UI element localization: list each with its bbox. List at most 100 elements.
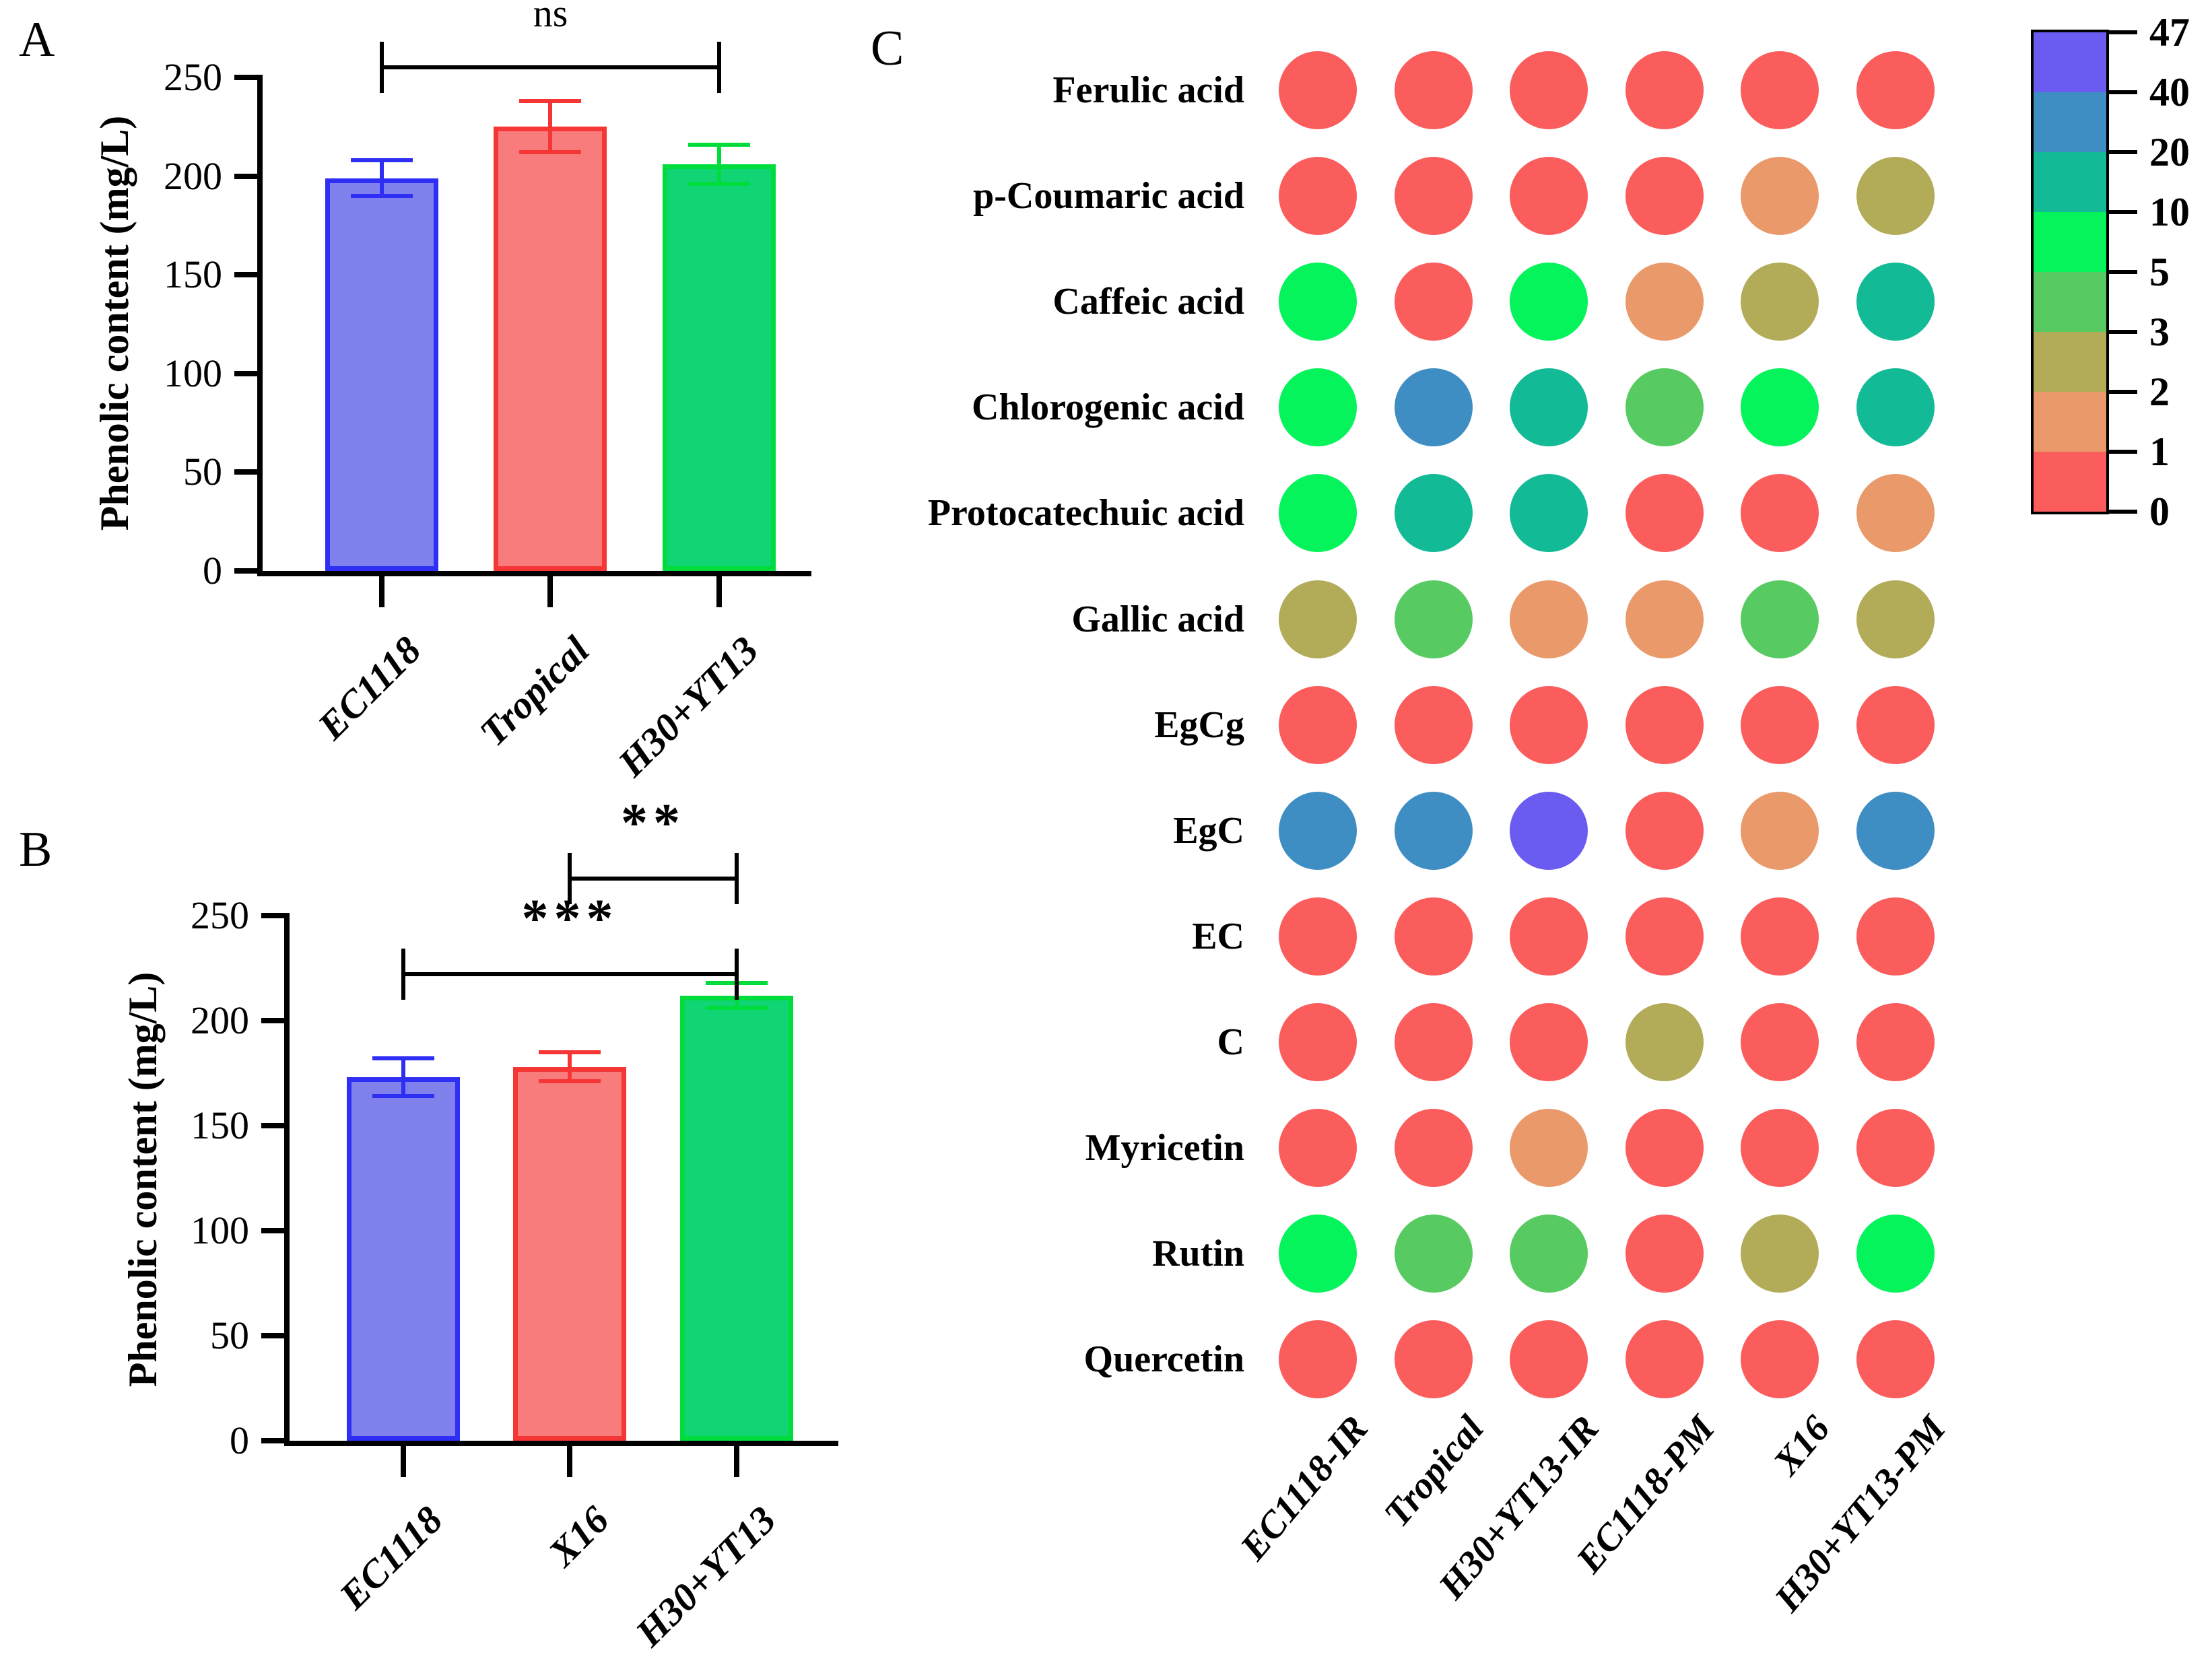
legend-tick <box>2109 330 2137 334</box>
heatmap-cell <box>1279 1109 1357 1187</box>
heatmap-cell <box>1510 157 1588 235</box>
legend-tick-label: 47 <box>2149 10 2190 55</box>
heatmap-cell <box>1395 368 1473 446</box>
heatmap-cell <box>1856 792 1935 870</box>
heatmap-cell <box>1395 263 1473 341</box>
heatmap-row-label-egc: EgC <box>1173 810 1244 852</box>
heatmap-cell <box>1279 897 1357 976</box>
y-tick-label: 250 <box>164 55 222 99</box>
legend-tick-label: 5 <box>2149 250 2170 294</box>
heatmap-row-label-rutin: Rutin <box>1152 1233 1244 1274</box>
heatmap-row-label-ferulic-acid: Ferulic acid <box>1052 69 1244 111</box>
heatmap-cell <box>1510 686 1588 764</box>
heatmap-cell <box>1741 263 1819 341</box>
heatmap-cell <box>1510 897 1588 976</box>
legend-tick-label: 1 <box>2149 430 2170 474</box>
heatmap-cell <box>1856 474 1935 552</box>
bar-tropical <box>494 127 607 571</box>
heatmap-cell <box>1510 792 1588 870</box>
legend-tick-label: 20 <box>2149 130 2190 174</box>
error-bar-cap-bottom <box>519 150 581 154</box>
heatmap-cell <box>1741 1215 1819 1293</box>
legend-tick-label: 10 <box>2149 190 2190 234</box>
heatmap-cell <box>1279 263 1357 341</box>
error-bar-cap-bottom <box>351 194 413 198</box>
heatmap-cell <box>1626 897 1704 976</box>
legend-tick <box>2109 450 2137 454</box>
heatmap-cell <box>1856 897 1935 976</box>
heatmap-cell <box>1856 1109 1935 1187</box>
heatmap-row-label-c: C <box>1217 1021 1244 1063</box>
legend-tick <box>2109 390 2137 394</box>
significance-bracket-end <box>717 42 721 93</box>
error-bar-cap-bottom <box>688 182 750 186</box>
y-axis-tick <box>234 174 257 179</box>
heatmap-cell <box>1510 1215 1588 1293</box>
heatmap-cell <box>1741 368 1819 446</box>
significance-bracket-line <box>382 65 719 69</box>
y-tick-label: 200 <box>164 154 222 198</box>
heatmap-cell <box>1741 474 1819 552</box>
heatmap-cell <box>1741 1109 1819 1187</box>
x-tick-label-ec1118: EC1118 <box>331 1497 451 1618</box>
heatmap-cell <box>1741 580 1819 658</box>
legend-tick <box>2109 30 2137 34</box>
heatmap-cell <box>1279 51 1357 129</box>
heatmap-cell <box>1279 580 1357 658</box>
heatmap-cell <box>1395 157 1473 235</box>
heatmap-row-label-ec: EC <box>1192 916 1244 957</box>
heatmap-row-label-protocatechuic-acid: Protocatechuic acid <box>927 492 1244 534</box>
error-bar-cap-top <box>688 143 750 147</box>
significance-bracket-end <box>568 853 572 904</box>
x-axis-tick <box>547 576 553 607</box>
error-bar-cap-bottom <box>539 1079 601 1083</box>
heatmap-cell <box>1279 157 1357 235</box>
significance-bracket-line <box>570 877 737 881</box>
heatmap-cell <box>1626 51 1704 129</box>
legend-tick <box>2109 150 2137 154</box>
y-axis-line <box>284 913 290 1446</box>
heatmap-cell <box>1626 1109 1704 1187</box>
legend-tick-label: 0 <box>2149 489 2170 534</box>
y-axis-tick <box>234 272 257 277</box>
heatmap-cell <box>1510 1003 1588 1081</box>
heatmap-row-label-p-coumaric-acid: p-Coumaric acid <box>973 175 1244 217</box>
error-bar-cap-bottom <box>372 1094 434 1098</box>
bar-ec1118 <box>347 1077 460 1441</box>
y-axis-title: Phenolic content (mg/L) <box>121 971 165 1388</box>
error-bar-cap-top <box>539 1050 601 1054</box>
heatmap-col-label-ec1118-ir: EC1118-IR <box>1232 1408 1376 1569</box>
legend-tick <box>2109 90 2137 94</box>
legend-tick-label: 40 <box>2149 70 2190 114</box>
heatmap-cell <box>1626 686 1704 764</box>
legend-color-bar <box>2031 30 2109 514</box>
y-tick-label: 200 <box>191 998 249 1042</box>
heatmap-cell <box>1395 580 1473 658</box>
heatmap-cell <box>1626 1215 1704 1293</box>
error-bar-line <box>568 1052 572 1082</box>
y-tick-label: 150 <box>191 1103 249 1147</box>
heatmap-cell <box>1395 1003 1473 1081</box>
y-tick-label: 50 <box>183 450 222 493</box>
heatmap-cell <box>1741 51 1819 129</box>
y-axis-tick <box>234 469 257 475</box>
y-axis-line <box>257 75 263 576</box>
x-axis-tick <box>716 576 722 607</box>
heatmap-cell <box>1510 474 1588 552</box>
legend-tick <box>2109 210 2137 214</box>
legend-color-segment <box>2034 332 2106 392</box>
y-axis-tick <box>261 1018 284 1023</box>
y-tick-label: 0 <box>203 549 222 592</box>
heatmap-cell <box>1510 51 1588 129</box>
x-axis-line <box>284 1441 838 1446</box>
heatmap-cell <box>1510 580 1588 658</box>
heatmap-cell <box>1741 1003 1819 1081</box>
bar-x16 <box>513 1067 626 1441</box>
error-bar-cap-top <box>351 158 413 162</box>
heatmap-cell <box>1510 368 1588 446</box>
heatmap-cell <box>1626 368 1704 446</box>
significance-label: *** <box>521 889 619 949</box>
error-bar-line <box>401 1058 405 1096</box>
heatmap-cell <box>1626 157 1704 235</box>
heatmap-cell <box>1279 1215 1357 1293</box>
